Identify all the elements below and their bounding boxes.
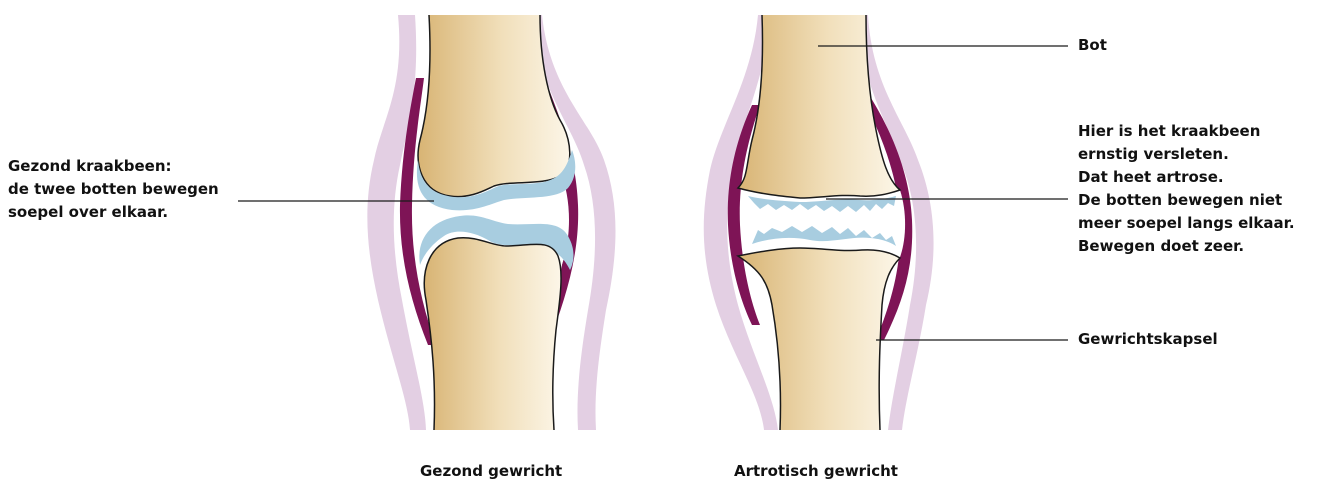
label-arthrosis-line-1: Hier is het kraakbeen — [1078, 120, 1295, 143]
label-arthrosis-line-5: meer soepel langs elkaar. — [1078, 212, 1295, 235]
label-healthy-cartilage-line-2: de twee botten bewegen — [8, 178, 219, 201]
label-healthy-cartilage-line-1: Gezond kraakbeen: — [8, 155, 219, 178]
caption-arthritic-text: Artrotisch gewricht — [734, 462, 898, 480]
caption-healthy-joint: Gezond gewricht — [420, 462, 562, 480]
label-bone-text: Bot — [1078, 34, 1107, 57]
label-joint-capsule-text: Gewrichtskapsel — [1078, 328, 1218, 351]
healthy-joint — [367, 15, 615, 430]
label-healthy-cartilage-line-3: soepel over elkaar. — [8, 201, 219, 224]
arthritic-joint — [704, 15, 934, 430]
label-healthy-cartilage: Gezond kraakbeen: de twee botten bewegen… — [8, 155, 219, 224]
label-arthrosis-line-2: ernstig versleten. — [1078, 143, 1295, 166]
label-arthrosis-line-4: De botten bewegen niet — [1078, 189, 1295, 212]
label-bone: Bot — [1078, 34, 1107, 57]
caption-healthy-text: Gezond gewricht — [420, 462, 562, 480]
healthy-lower-bone — [424, 238, 561, 430]
caption-arthritic-joint: Artrotisch gewricht — [734, 462, 898, 480]
label-arthrosis-line-3: Dat heet artrose. — [1078, 166, 1295, 189]
label-arthrosis-line-6: Bewegen doet zeer. — [1078, 235, 1295, 258]
label-joint-capsule: Gewrichtskapsel — [1078, 328, 1218, 351]
healthy-upper-bone — [418, 15, 570, 197]
label-arthrosis: Hier is het kraakbeen ernstig versleten.… — [1078, 120, 1295, 258]
